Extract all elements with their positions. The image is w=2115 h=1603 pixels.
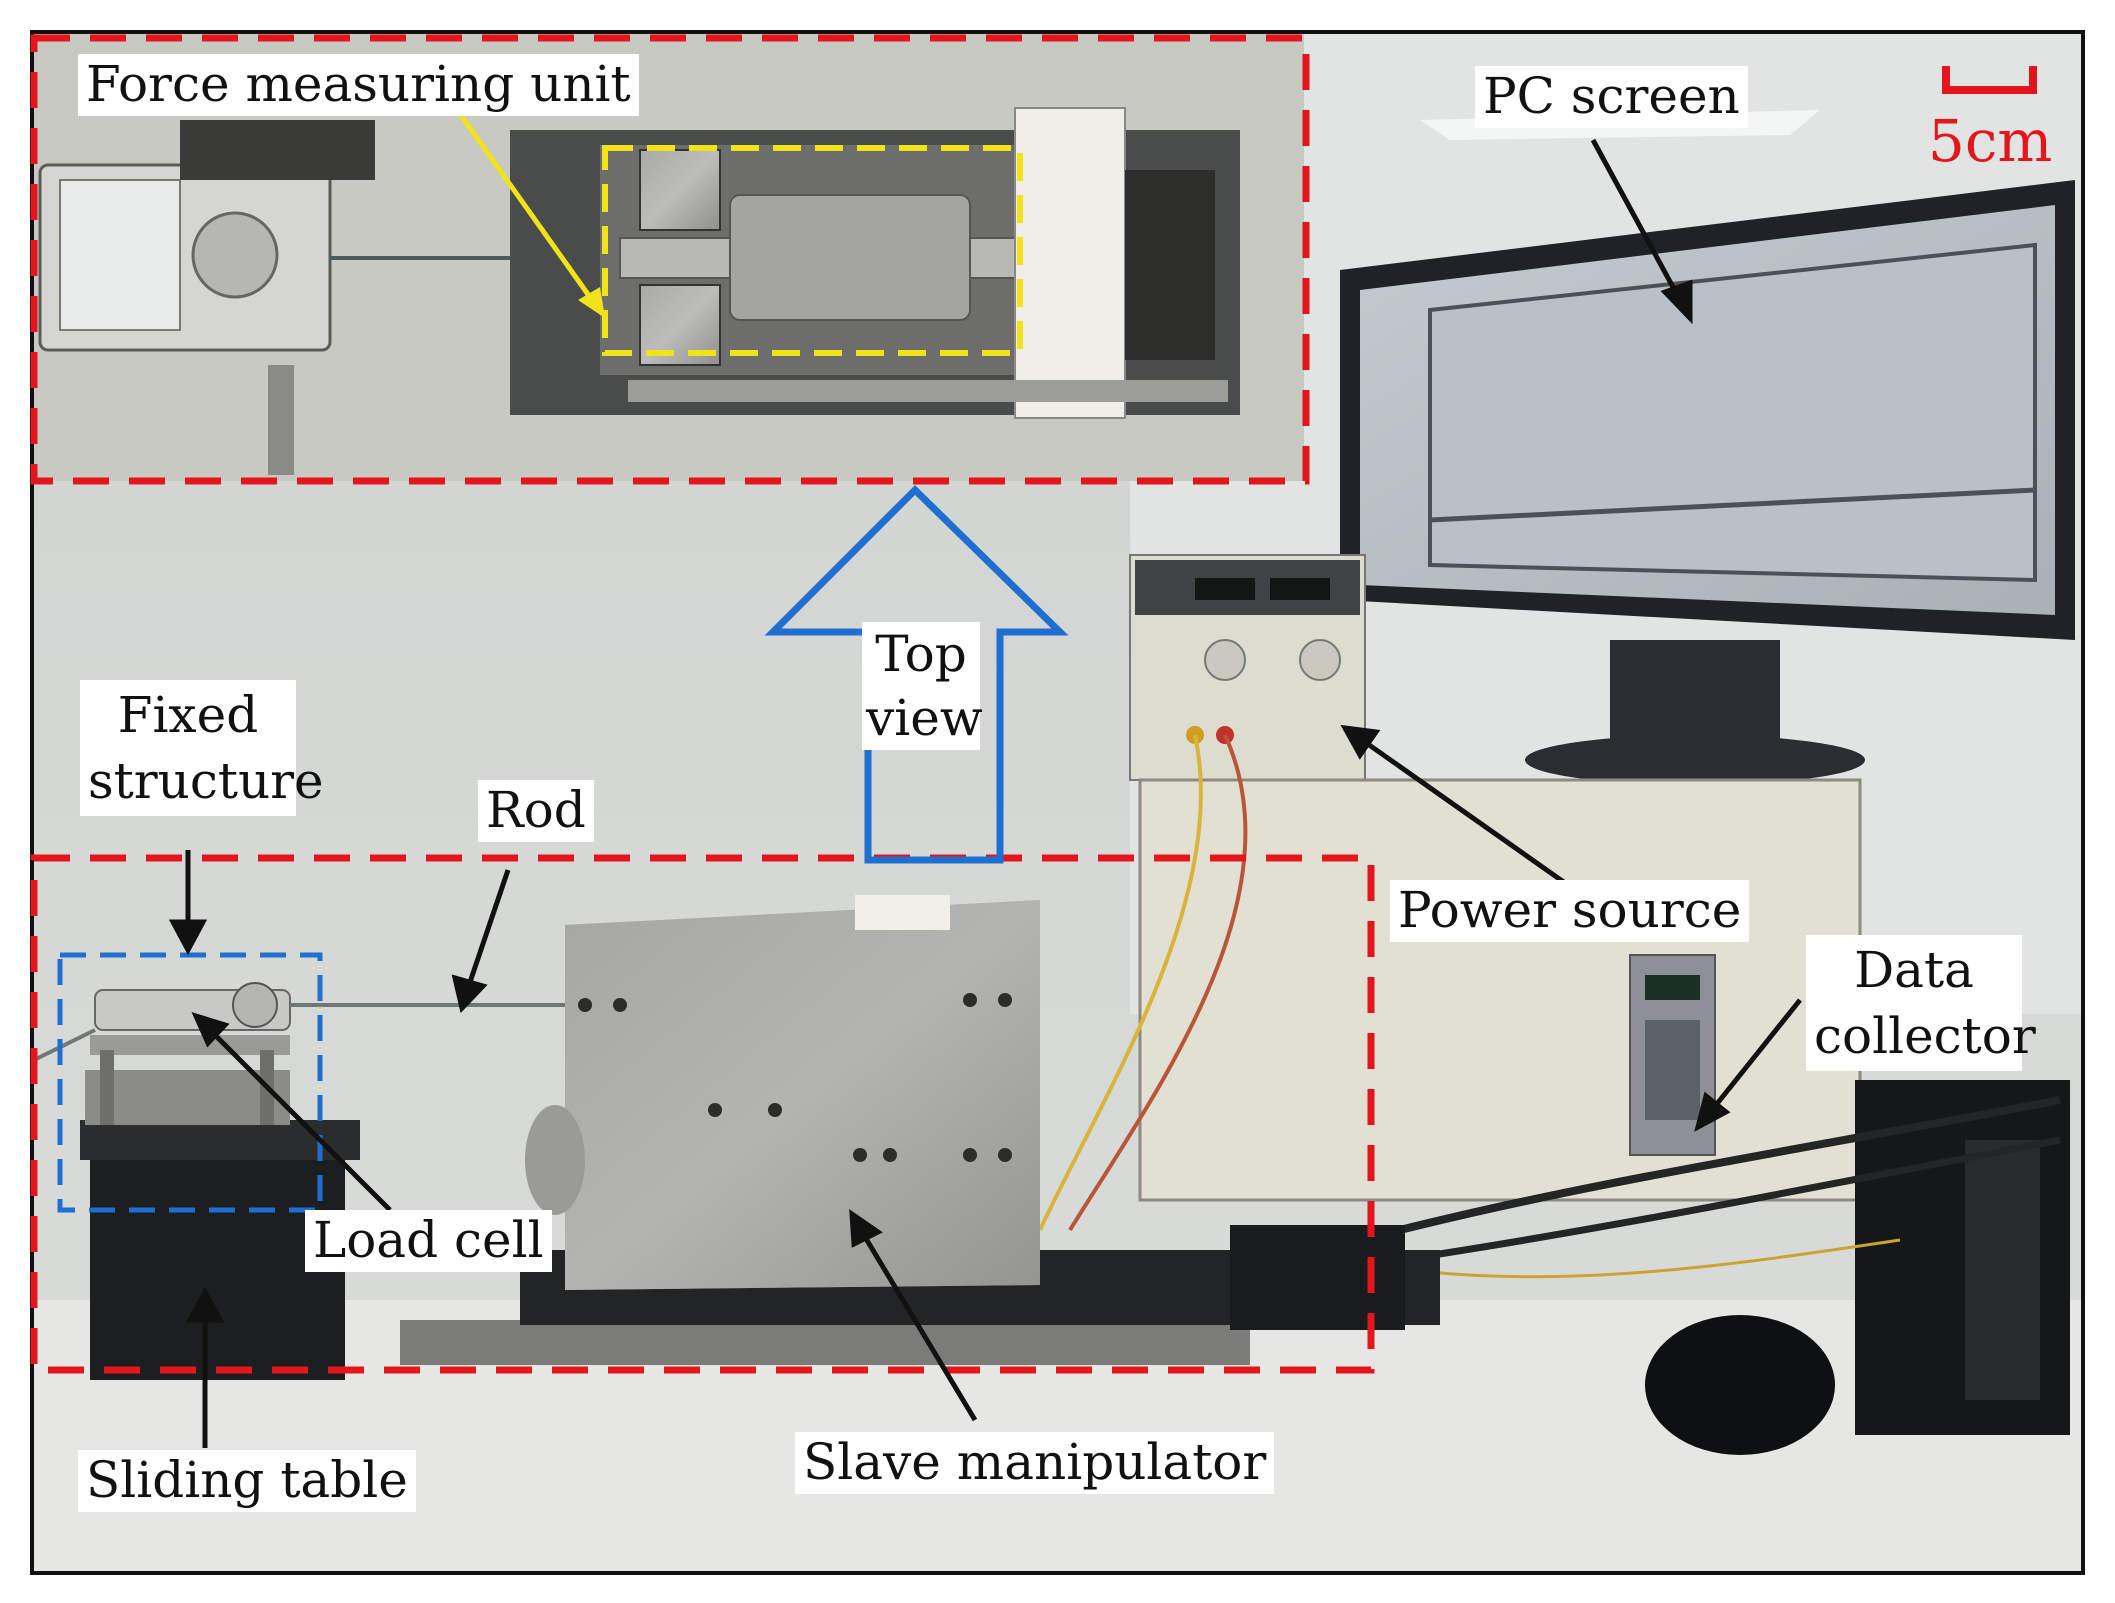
fixed-structure-shelf: [90, 1035, 290, 1055]
computer-mouse: [1645, 1315, 1835, 1455]
housing-hole: [578, 998, 592, 1012]
data-collector-display: [1645, 975, 1700, 1000]
pc-screen-arrowhead: [1660, 279, 1693, 325]
scale-label: 5cm: [1928, 107, 2053, 175]
force-unit-cylinder: [729, 194, 971, 321]
power-source-knob-left: [1204, 639, 1246, 681]
power-source-leader: [1363, 739, 1570, 888]
data-collector-leader: [1710, 998, 1802, 1112]
cable-black-2: [1399, 1136, 2061, 1264]
cable-red: [1068, 734, 1248, 1232]
cable-black-1: [1399, 1096, 2061, 1234]
rod-leader: [465, 869, 511, 989]
pc-screen-leader: [1590, 138, 1683, 302]
manipulator-tag: [855, 895, 950, 930]
fixed-structure-arrowhead: [168, 919, 208, 956]
force-unit-block-top: [639, 149, 721, 231]
data-collector-buttons: [1645, 1020, 1700, 1120]
scale-bar: [1942, 66, 2037, 94]
fixed-structure-label: Fixed structure: [80, 680, 324, 816]
slave-manipulator-label: Slave manipulator: [795, 1432, 1275, 1494]
housing-hole: [963, 1148, 977, 1162]
force-unit-white-block: [1014, 107, 1126, 419]
manipulator-baseplate: [400, 1320, 1250, 1365]
force-unit-rail: [628, 380, 1228, 402]
sliding-table-top: [80, 1120, 360, 1160]
sliding-table-arrowhead: [185, 1286, 225, 1323]
housing-hole: [963, 993, 977, 1007]
force-unit-arrowhead: [578, 287, 605, 318]
inset-micrometer: [268, 365, 294, 475]
power-source-display-right: [1270, 578, 1330, 600]
inset-motor-hub: [191, 211, 279, 299]
left-cable: [33, 1028, 96, 1062]
load-cell-arrowhead: [191, 1011, 230, 1048]
rod-arrowhead: [451, 974, 488, 1014]
data-collector-arrowhead: [1694, 1091, 1731, 1132]
housing-hole: [998, 993, 1012, 1007]
housing-hole: [853, 1148, 867, 1162]
load-cell-hub: [232, 982, 278, 1028]
fixed-structure-label-line2: structure: [88, 752, 324, 810]
force-unit-clamp: [1125, 170, 1215, 360]
housing-hole: [708, 1103, 722, 1117]
manipulator-housing-shade: [565, 900, 1040, 1290]
housing-hole: [768, 1103, 782, 1117]
side-view-region-box: [30, 854, 1375, 1374]
rod-label: Rod: [478, 780, 594, 842]
monitor-base: [1525, 735, 1865, 785]
load-cell-label: Load cell: [305, 1210, 552, 1272]
monitor-window-divider: [1429, 487, 2036, 523]
controller-cabinet: [1138, 778, 1862, 1202]
fixed-structure-post-1: [100, 1050, 114, 1125]
fixed-structure-highlight-box: [57, 952, 323, 1213]
power-source-knob-right: [1299, 639, 1341, 681]
power-source-arrowhead: [1340, 724, 1381, 760]
pc-screen-label: PC screen: [1475, 66, 1748, 128]
top-view-arrow: [764, 485, 1069, 864]
force-unit-leader: [447, 98, 595, 302]
slave-manipulator-arrowhead: [849, 1208, 883, 1248]
force-unit-yellow-leader-group: [447, 98, 605, 318]
data-collector-label: Data collector: [1806, 935, 2036, 1071]
pc-tower-panel: [1965, 1140, 2040, 1400]
monitor-stand: [1610, 640, 1780, 740]
data-collector-label-line1: Data: [1854, 941, 1974, 999]
sliding-table-label: Sliding table: [78, 1450, 416, 1512]
housing-hole: [998, 1148, 1012, 1162]
force-measuring-unit-label: Force measuring unit: [78, 54, 639, 116]
inset-motor-plate: [59, 179, 181, 331]
force-unit-highlight-box: [602, 145, 1023, 356]
stepper-motor: [1230, 1225, 1405, 1330]
cable-yellow: [1038, 734, 1203, 1231]
top-view-label-line2: view: [866, 689, 983, 747]
manipulator-side-hub: [525, 1105, 585, 1215]
load-cell-leader: [208, 1028, 392, 1212]
top-view-label-line1: Top: [875, 625, 967, 683]
top-view-region-box: [30, 34, 1310, 485]
leader-lines: [168, 138, 1802, 1448]
sliding-table-body: [90, 1150, 345, 1380]
data-collector-label-line2: collector: [1814, 1007, 2036, 1065]
fixed-structure-label-line1: Fixed: [117, 686, 259, 744]
housing-hole: [613, 998, 627, 1012]
inset-motor-bracket: [180, 120, 375, 180]
top-view-label: Top view: [862, 622, 983, 750]
power-source-label: Power source: [1390, 880, 1750, 942]
housing-hole: [883, 1148, 897, 1162]
power-source-display-left: [1195, 578, 1255, 600]
slave-manipulator-leader: [859, 1230, 978, 1422]
